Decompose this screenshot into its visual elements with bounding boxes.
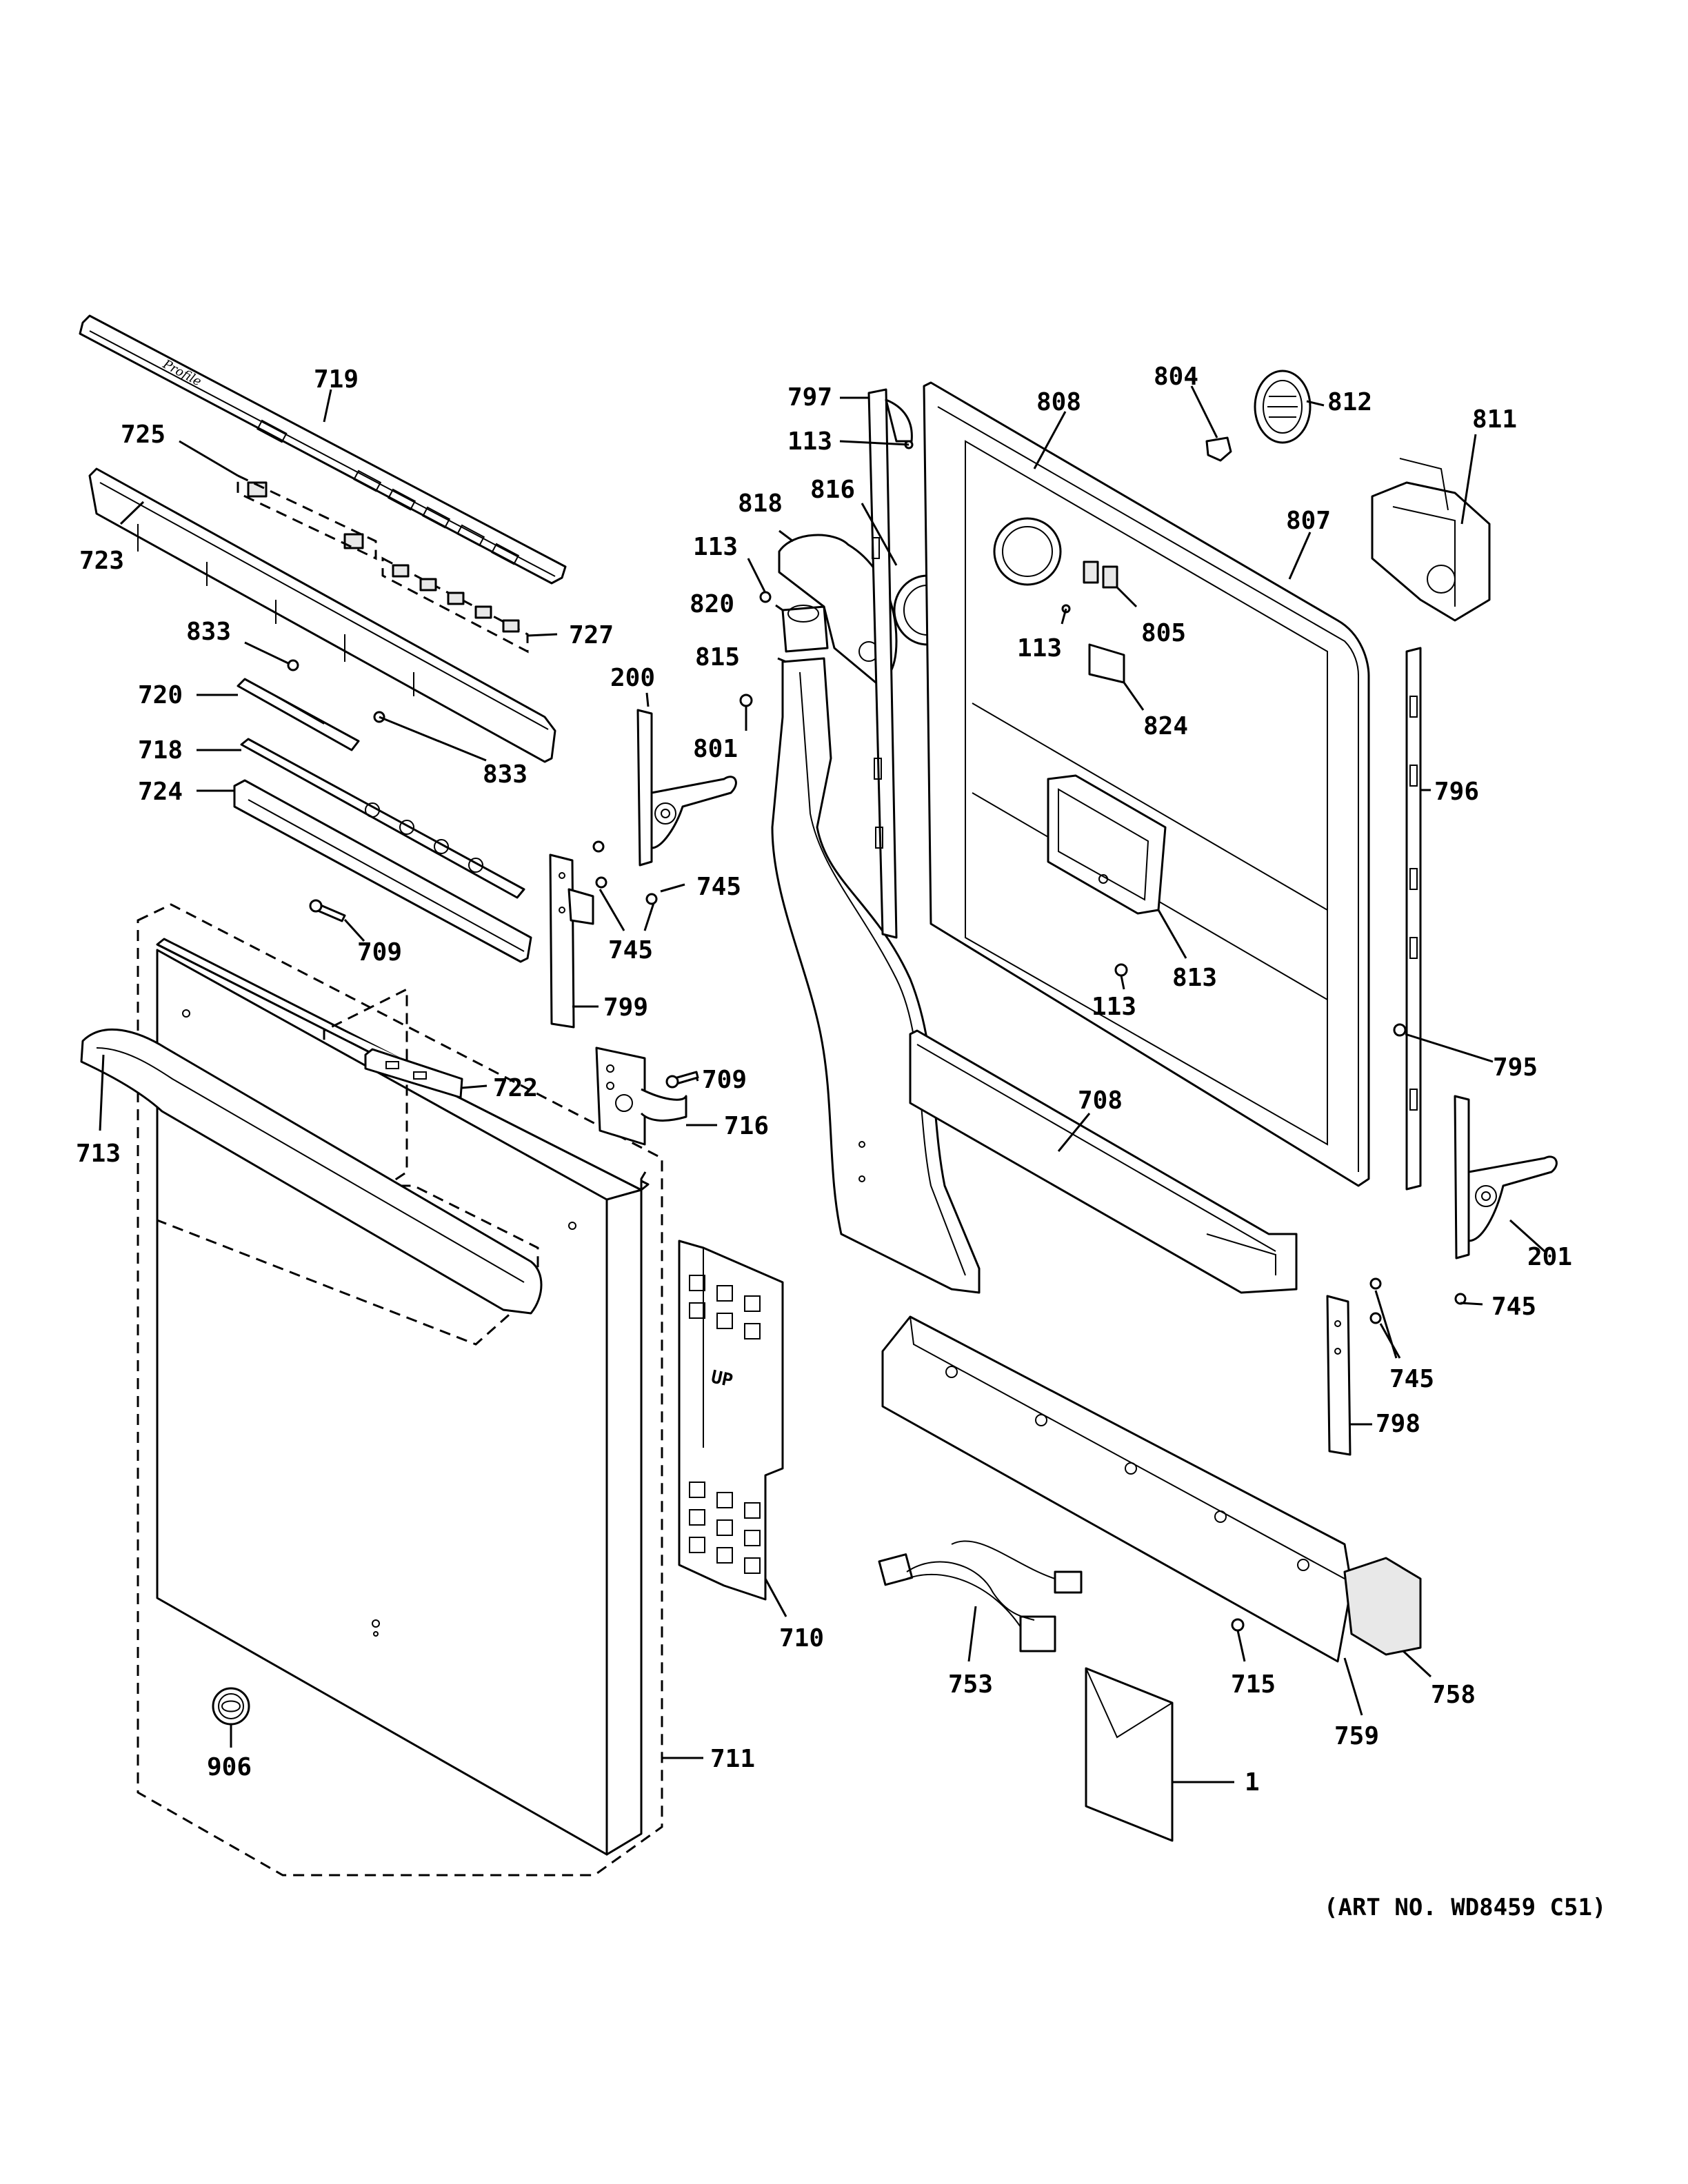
part-799-hinge-arm: [549, 853, 594, 1029]
callout-113c: 113: [1017, 634, 1062, 663]
callout-805: 805: [1141, 619, 1186, 647]
callout-745d: 745: [1389, 1365, 1434, 1393]
part-716-plate: [595, 1046, 687, 1146]
callout-798: 798: [1376, 1410, 1420, 1438]
up-mark: UP: [710, 1367, 735, 1392]
callout-720: 720: [138, 681, 183, 709]
callout-727: 727: [569, 621, 614, 649]
callout-719: 719: [314, 365, 359, 394]
callout-113b: 113: [693, 533, 738, 561]
part-812-grille: [1254, 370, 1312, 444]
part-723-control-frame: [88, 467, 556, 763]
part-833-screw-a: [287, 659, 299, 671]
callout-722: 722: [493, 1074, 538, 1102]
callout-824: 824: [1143, 712, 1188, 740]
callout-715: 715: [1231, 1670, 1276, 1699]
callout-799: 799: [603, 993, 648, 1022]
leader-lines: [99, 385, 1546, 1783]
callout-795: 795: [1493, 1053, 1538, 1082]
part-745-screws-right: [1369, 1277, 1467, 1324]
callout-818: 818: [738, 489, 783, 518]
callout-113d: 113: [1092, 993, 1136, 1021]
callout-201: 201: [1527, 1243, 1572, 1271]
callout-796: 796: [1434, 778, 1479, 806]
part-715-screw: [1231, 1618, 1245, 1632]
part-713-handle: [80, 1028, 543, 1315]
callout-906: 906: [207, 1753, 252, 1781]
callout-709b: 709: [702, 1066, 747, 1094]
callout-713: 713: [76, 1140, 121, 1168]
callout-812: 812: [1327, 388, 1372, 416]
callout-813: 813: [1172, 964, 1217, 992]
part-808-inner-door: [923, 381, 1370, 1187]
part-745-screws-left: [592, 840, 658, 905]
callout-711: 711: [710, 1745, 755, 1773]
callout-745c: 745: [1491, 1293, 1536, 1321]
callout-808: 808: [1036, 388, 1081, 416]
part-727-button-strip: [381, 556, 529, 654]
part-720-board: [237, 678, 360, 751]
callout-759: 759: [1334, 1722, 1379, 1750]
part-801-screw: [739, 694, 753, 707]
callout-815: 815: [695, 643, 740, 671]
part-724-housing: [233, 779, 532, 963]
part-804-switch: [1205, 436, 1232, 462]
callout-753: 753: [948, 1670, 993, 1699]
callout-745b: 745: [696, 873, 741, 901]
callout-724: 724: [138, 778, 183, 806]
callout-708: 708: [1078, 1086, 1123, 1115]
part-820-vent-fan: [781, 605, 829, 653]
callout-709a: 709: [357, 938, 402, 967]
callout-710: 710: [779, 1624, 824, 1652]
part-815-duct: [771, 657, 981, 1294]
callout-801: 801: [693, 735, 738, 763]
part-725-buttons: [237, 474, 377, 560]
callout-758: 758: [1431, 1681, 1476, 1709]
part-805-clips: [1083, 560, 1118, 589]
callout-816: 816: [810, 476, 855, 504]
part-709-screw: [309, 899, 346, 922]
part-797-bracket: [867, 388, 913, 939]
callout-833b: 833: [483, 760, 528, 789]
part-113-screw-c: [1114, 963, 1128, 977]
part-718-board: [240, 738, 525, 899]
callout-113a: 113: [787, 427, 832, 456]
callout-labels: 719 725 723 727 833 833 720 718 724 709 …: [76, 363, 1606, 1921]
callout-725: 725: [121, 421, 165, 449]
part-811-latch: [1371, 458, 1491, 622]
part-753-harness: [878, 1540, 1083, 1652]
callout-833a: 833: [186, 618, 231, 646]
callout-200: 200: [610, 664, 655, 692]
part-708-rail: [909, 1029, 1298, 1294]
callout-723: 723: [79, 547, 124, 575]
part-201-hinge: [1454, 1095, 1558, 1260]
part-759-kickplate: [881, 1315, 1353, 1663]
part-758-insulation: [1343, 1557, 1422, 1656]
callout-745a: 745: [608, 936, 653, 964]
callout-804: 804: [1154, 363, 1198, 391]
callout-797: 797: [787, 383, 832, 412]
part-200-hinge: [636, 709, 737, 867]
part-795-screw: [1393, 1023, 1407, 1037]
part-709-screw-right: [665, 1071, 699, 1089]
part-1-literature: [1085, 1667, 1174, 1842]
callout-820: 820: [690, 590, 734, 618]
callout-716: 716: [724, 1112, 769, 1140]
door-group-outline: [137, 903, 663, 1877]
callout-1: 1: [1245, 1768, 1260, 1797]
art-number: (ART NO. WD8459 C51): [1324, 1894, 1606, 1921]
callout-811: 811: [1472, 405, 1517, 434]
callout-807: 807: [1286, 507, 1331, 535]
part-722-bracket: [364, 1048, 463, 1099]
part-906-logo: [212, 1687, 250, 1726]
part-798-hinge-arm: [1326, 1295, 1352, 1456]
part-710-spacer: UP: [678, 1240, 784, 1601]
part-796-trim: [1405, 647, 1422, 1191]
part-113-screw-b: [759, 591, 772, 603]
callout-718: 718: [138, 736, 183, 765]
